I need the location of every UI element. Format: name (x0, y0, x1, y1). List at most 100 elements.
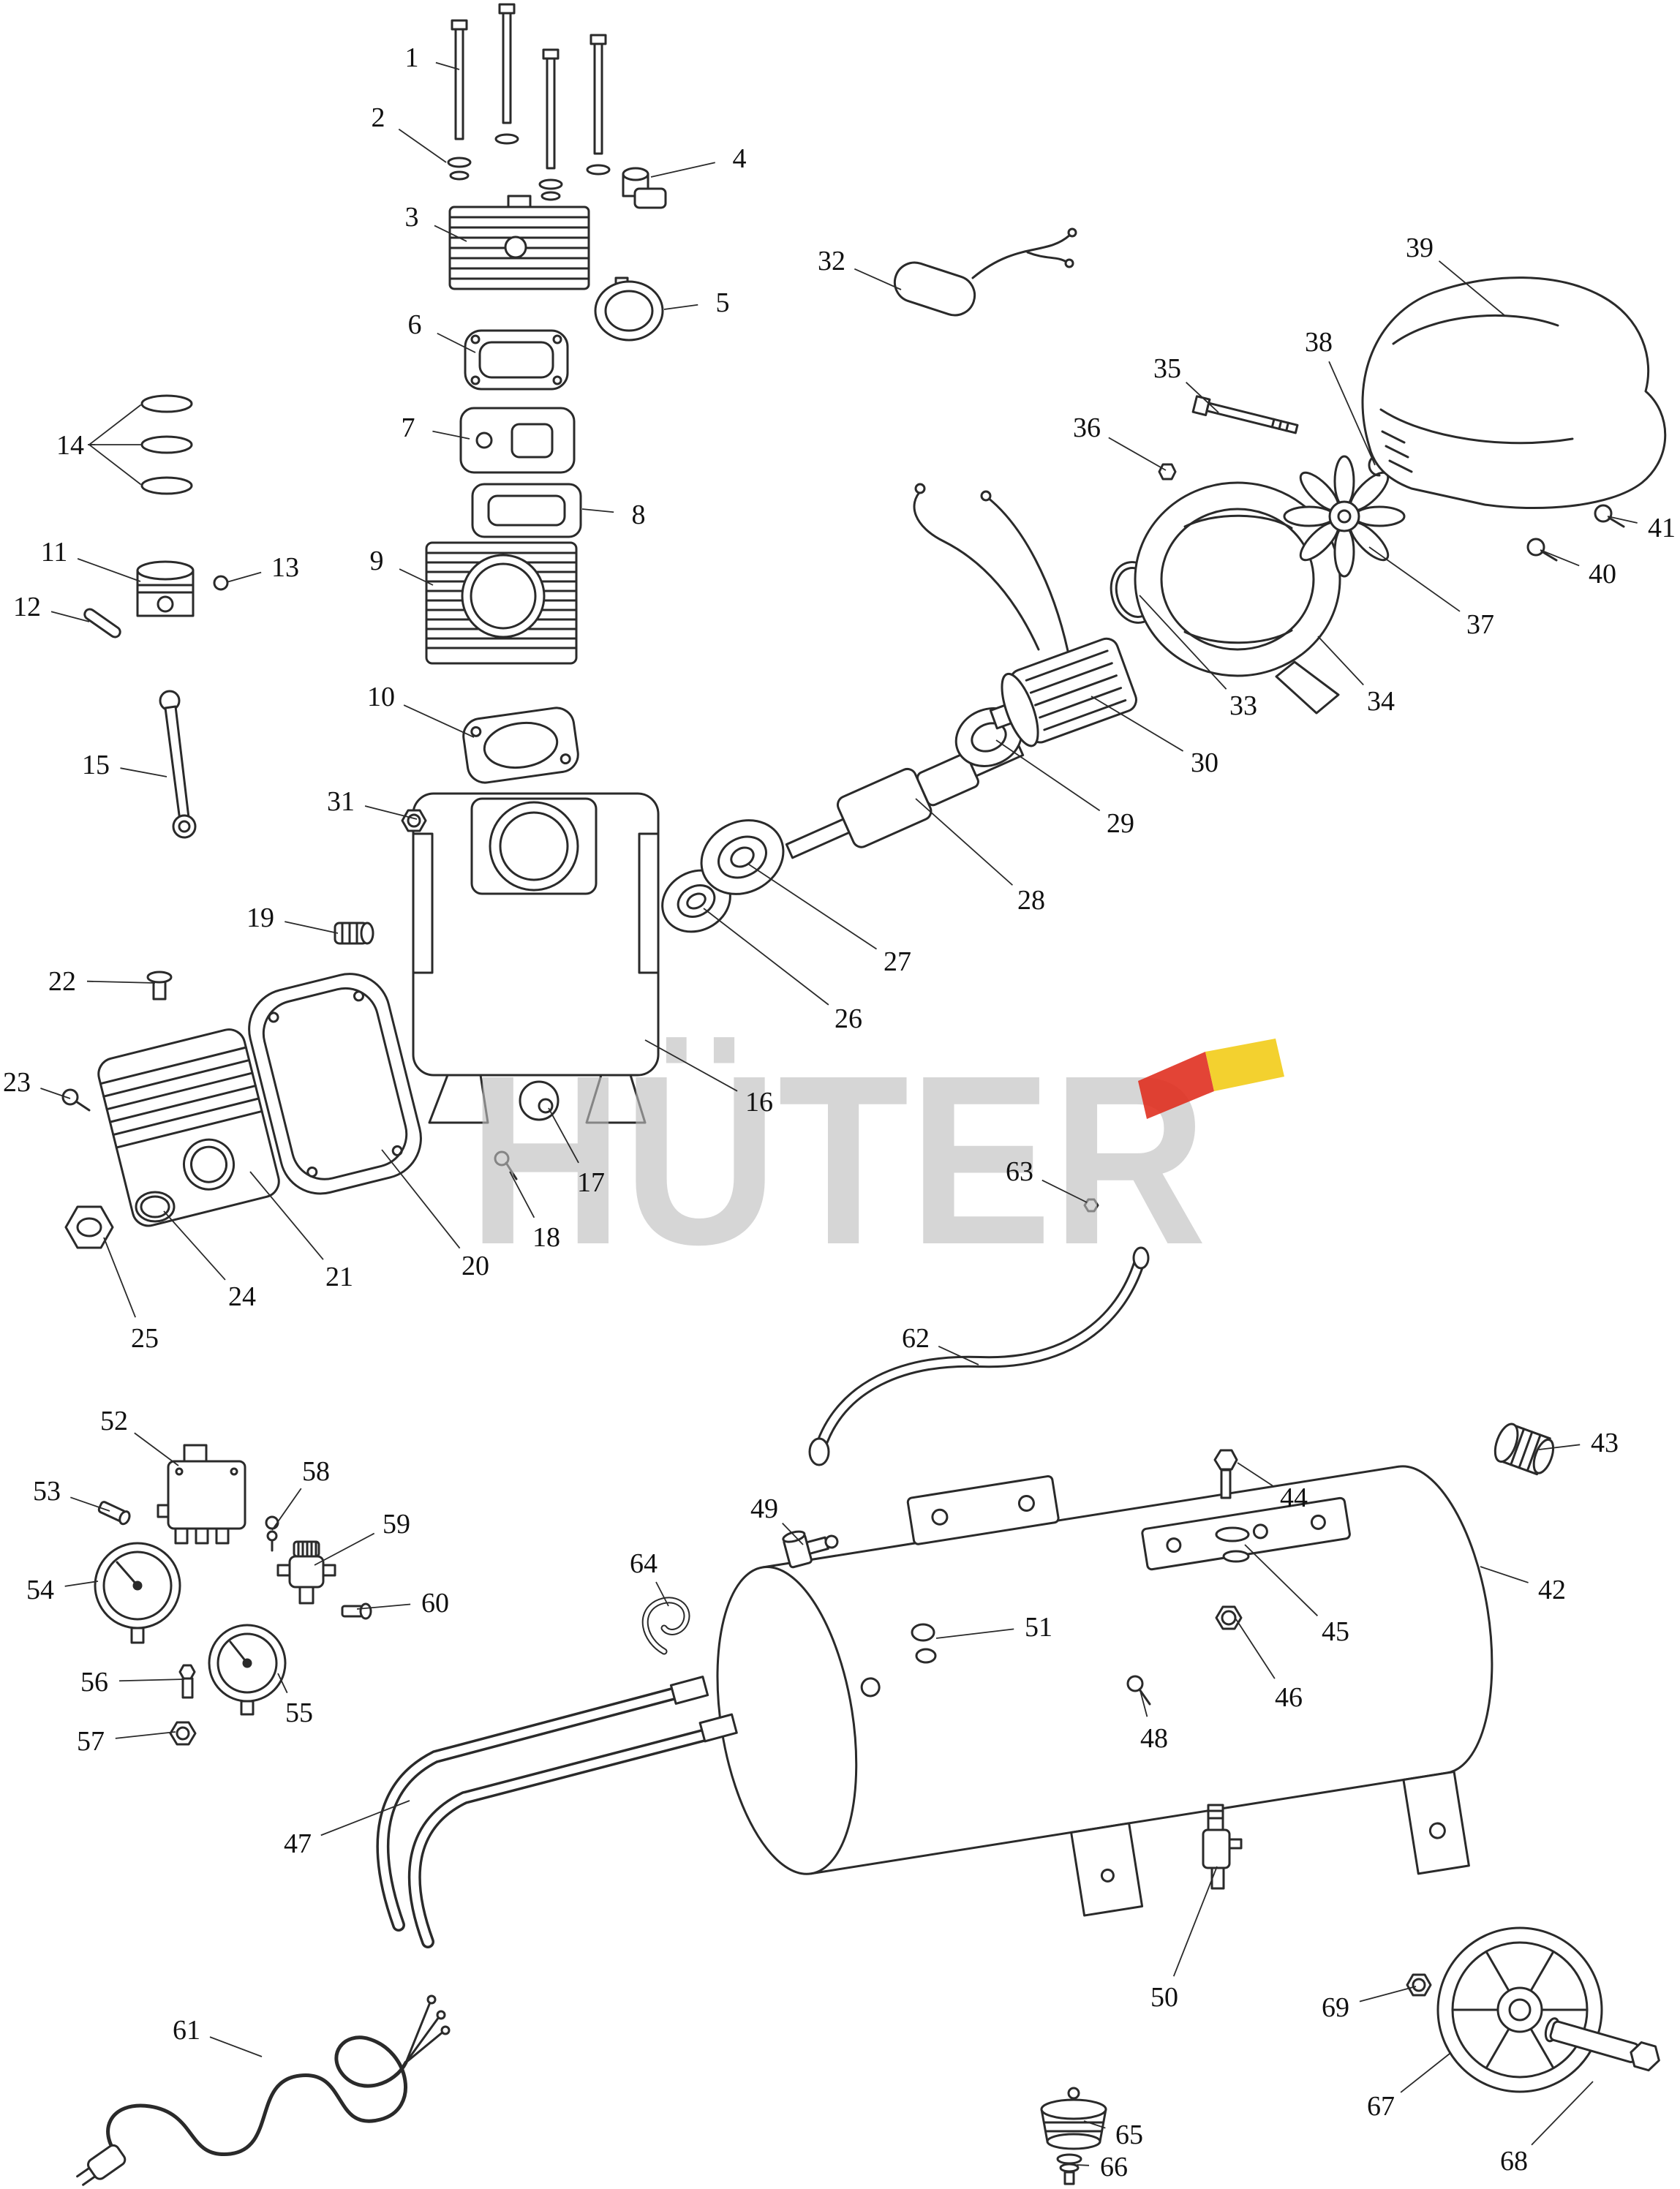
part-number-5: 5 (716, 287, 730, 318)
part-callout-53: 53 (33, 1476, 110, 1512)
part-callout-54: 54 (26, 1575, 99, 1605)
part-fitting-53 (97, 1501, 131, 1526)
part-number-34: 34 (1367, 686, 1395, 717)
leader-line-59 (314, 1532, 375, 1566)
part-foot-screw (1056, 2153, 1082, 2185)
part-number-69: 69 (1322, 1992, 1349, 2023)
part-circlip (213, 575, 229, 591)
leader-line-6 (437, 332, 476, 353)
brand-watermark-text: HÜTER (468, 1025, 1207, 1295)
part-number-45: 45 (1322, 1616, 1349, 1647)
part-callout-7: 7 (402, 412, 470, 443)
leader-line-56 (118, 1679, 185, 1682)
part-oring-24 (135, 1191, 176, 1223)
part-number-32: 32 (818, 246, 845, 276)
leader-line-39 (1438, 260, 1506, 317)
leader-line-4 (650, 162, 715, 178)
part-number-28: 28 (1017, 885, 1045, 916)
leader-line-48 (1139, 1687, 1148, 1717)
part-callout-36: 36 (1073, 412, 1167, 471)
part-callout-20: 20 (381, 1149, 489, 1281)
part-crankcase (412, 792, 660, 1124)
leader-line-12 (50, 611, 90, 622)
part-number-15: 15 (82, 750, 110, 780)
leader-line-65 (1083, 2120, 1106, 2129)
part-number-68: 68 (1500, 2146, 1528, 2177)
part-cooling-fan (1283, 455, 1406, 578)
leader-line-28 (915, 798, 1013, 886)
part-number-24: 24 (228, 1281, 256, 1312)
part-power-cord (76, 1994, 451, 2186)
leader-line-29 (995, 739, 1101, 812)
part-number-13: 13 (271, 552, 299, 583)
part-nut-57 (169, 1721, 197, 1746)
leader-line-37 (1368, 546, 1461, 612)
part-number-65: 65 (1115, 2120, 1143, 2150)
leader-line-49 (782, 1522, 804, 1545)
part-callout-56: 56 (80, 1667, 185, 1698)
part-callout-17: 17 (548, 1107, 605, 1198)
brand-watermark: HÜTER (468, 1025, 1284, 1295)
part-number-23: 23 (3, 1067, 31, 1098)
part-nut-69 (1406, 1973, 1432, 1997)
part-number-49: 49 (750, 1493, 778, 1524)
part-callout-44: 44 (1237, 1462, 1308, 1513)
leader-line-20 (381, 1149, 461, 1249)
part-number-52: 52 (100, 1406, 128, 1436)
part-screw-48 (1126, 1675, 1151, 1706)
part-number-44: 44 (1280, 1482, 1308, 1513)
leader-line-57 (115, 1731, 176, 1739)
leader-line-61 (209, 2036, 263, 2057)
part-gauge-54 (94, 1542, 181, 1644)
leader-line-7 (432, 430, 470, 440)
leader-line-66 (1076, 2164, 1090, 2166)
part-number-61: 61 (173, 2015, 200, 2046)
part-number-58: 58 (302, 1456, 330, 1487)
part-number-10: 10 (367, 682, 395, 712)
part-number-16: 16 (745, 1087, 773, 1118)
part-callout-31: 31 (327, 786, 418, 820)
leader-line-32 (854, 268, 902, 290)
part-callout-55: 55 (277, 1673, 313, 1728)
leader-line-51 (935, 1628, 1014, 1639)
part-gauge-55 (208, 1624, 287, 1716)
part-number-40: 40 (1589, 559, 1616, 589)
part-head-gasket (464, 329, 569, 391)
part-washers (447, 133, 611, 201)
leader-line-31 (364, 805, 418, 820)
part-valve-plate (459, 407, 576, 474)
leader-line-55 (277, 1673, 288, 1694)
part-callout-62: 62 (902, 1323, 979, 1365)
part-callout-22: 22 (48, 966, 156, 997)
leader-line-43 (1538, 1444, 1581, 1450)
part-callout-29: 29 (995, 739, 1134, 839)
part-callout-48: 48 (1139, 1687, 1168, 1754)
part-number-19: 19 (246, 903, 274, 933)
leader-line-9 (399, 568, 434, 586)
leader-line-62 (938, 1346, 979, 1365)
part-callout-63: 63 (1006, 1156, 1088, 1203)
part-number-27: 27 (884, 946, 911, 977)
part-callout-65: 65 (1083, 2120, 1143, 2150)
part-callout-57: 57 (77, 1726, 176, 1757)
part-callout-58: 58 (271, 1456, 330, 1531)
part-number-4: 4 (733, 143, 747, 174)
leader-line-44 (1237, 1462, 1273, 1487)
part-callout-66: 66 (1076, 2152, 1128, 2182)
part-connector-58 (265, 1515, 279, 1552)
part-number-17: 17 (577, 1167, 605, 1198)
part-callout-9: 9 (370, 546, 434, 586)
leader-line-1 (435, 61, 460, 70)
callout-labels-layer: 1234567891011121314151617181920212223242… (3, 42, 1676, 2182)
part-callout-45: 45 (1244, 1544, 1349, 1647)
leader-line-40 (1540, 549, 1580, 567)
part-piston-pin (83, 608, 121, 638)
part-callout-43: 43 (1538, 1428, 1619, 1458)
part-number-60: 60 (421, 1588, 449, 1619)
leader-line-27 (748, 864, 877, 950)
part-number-18: 18 (532, 1222, 560, 1253)
part-number-38: 38 (1305, 327, 1333, 358)
leader-line-17 (548, 1107, 579, 1164)
part-handle (376, 1676, 738, 1948)
part-callout-30: 30 (1091, 696, 1218, 778)
